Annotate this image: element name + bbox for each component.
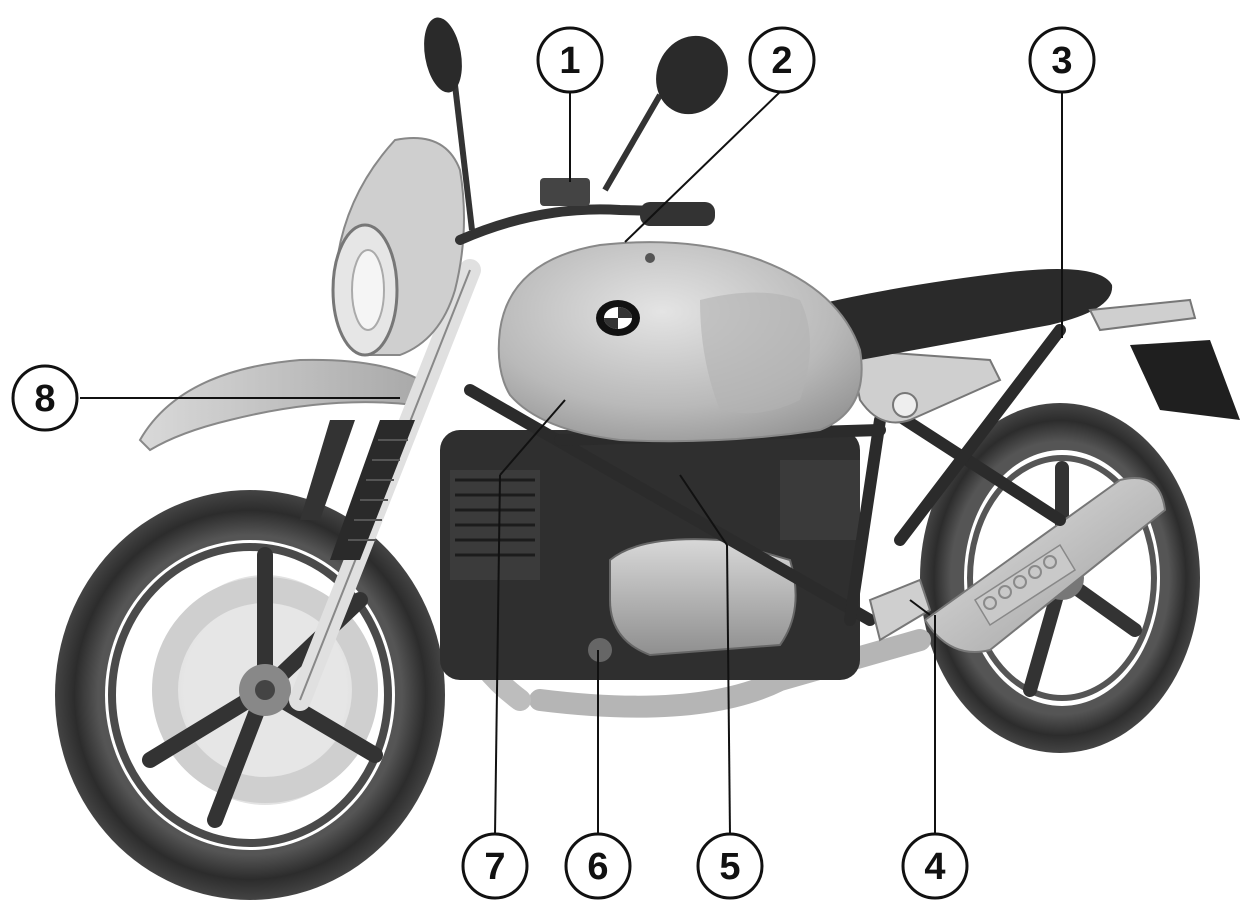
front-wheel — [55, 490, 445, 900]
leader-4b — [909, 599, 931, 616]
leader-7b — [499, 399, 566, 476]
bmw-logo — [596, 300, 640, 336]
callout-number: 5 — [719, 846, 740, 888]
callout-4: 4 — [901, 832, 969, 900]
callout-5: 5 — [696, 832, 764, 900]
headlight-fairing — [331, 137, 465, 357]
callout-circle — [901, 832, 969, 900]
leader-7 — [494, 474, 501, 836]
callout-number: 8 — [34, 378, 55, 420]
callout-circle — [11, 364, 79, 432]
brake-fluid-reservoir — [540, 178, 590, 206]
leader-5b — [679, 474, 728, 546]
callout-number: 3 — [1051, 40, 1072, 82]
rear-footpeg-area — [868, 578, 932, 642]
callout-1: 1 — [536, 26, 604, 94]
callout-6: 6 — [564, 832, 632, 900]
callout-number: 1 — [559, 40, 580, 82]
right-grip — [640, 202, 715, 226]
callout-number: 6 — [587, 846, 608, 888]
fuel-filler-cap — [645, 253, 655, 263]
callout-circle — [536, 26, 604, 94]
callout-circle — [696, 832, 764, 900]
leader-5 — [726, 544, 731, 836]
left-mirror — [424, 17, 462, 93]
callout-circle — [1028, 26, 1096, 94]
callout-leaders — [80, 89, 1063, 836]
rear-subframe-plate — [848, 348, 1002, 424]
right-mirror — [656, 35, 728, 115]
callout-2: 2 — [748, 26, 816, 94]
leader-2 — [624, 89, 783, 243]
callout-7: 7 — [461, 832, 529, 900]
callout-3: 3 — [1028, 26, 1096, 94]
callout-number: 2 — [771, 40, 792, 82]
oil-drain-plug — [588, 638, 612, 662]
seat — [815, 268, 1113, 360]
callout-circle — [564, 832, 632, 900]
handlebar — [424, 17, 728, 245]
callout-number: 4 — [924, 846, 945, 888]
license-plate-holder — [1088, 298, 1240, 420]
callout-number: 7 — [484, 846, 505, 888]
callout-circle — [748, 26, 816, 94]
callout-8: 8 — [11, 364, 79, 432]
callout-circle — [461, 832, 529, 900]
front-forks — [289, 259, 481, 711]
engine — [440, 430, 860, 680]
cylinder-head-cover — [609, 538, 797, 657]
